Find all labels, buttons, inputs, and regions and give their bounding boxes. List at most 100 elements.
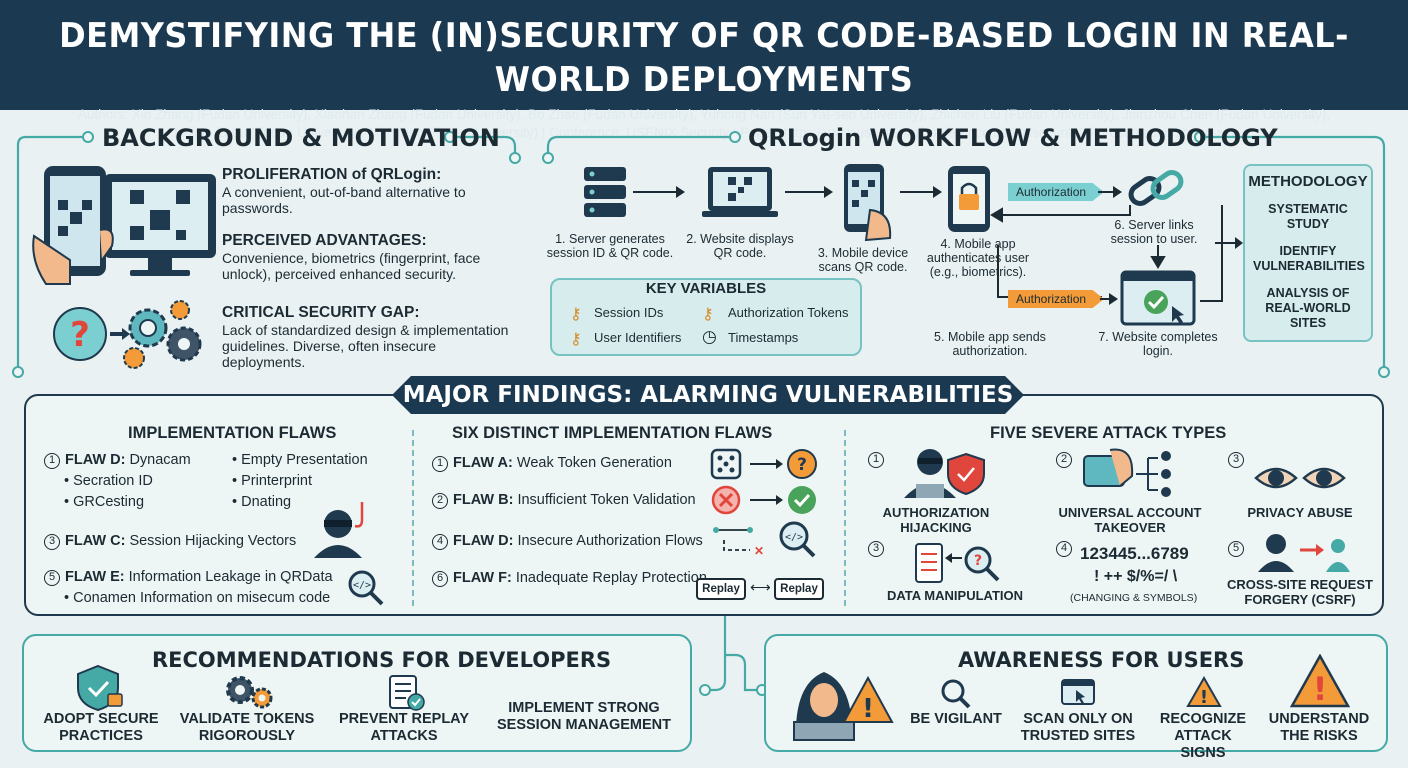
flaw-e-sub: • Conamen Information on misecum code: [64, 590, 331, 606]
flaw-label: FLAW F:: [453, 570, 512, 586]
bidirectional-arrow-icon: ⟷: [750, 580, 771, 596]
number-badge: 4: [1056, 541, 1072, 557]
phone-lock-icon: [948, 166, 990, 232]
data-manipulation-icon: ?: [915, 543, 1000, 583]
replay-badge: Replay: [696, 578, 746, 600]
flow-arrow: [900, 186, 942, 198]
attack-label: DATA MANIPULATION: [887, 588, 1023, 603]
svg-text:?: ?: [797, 455, 807, 475]
recommendations-title: RECOMMENDATIONS FOR DEVELOPERS: [152, 648, 612, 672]
shield-check-icon: [77, 664, 123, 712]
flaw-b-line: 2 FLAW B: Insufficient Token Validation: [432, 492, 696, 509]
attack-symbols: ! ++ $/%=/ \: [1094, 568, 1178, 585]
attack-label: PRIVACY ABUSE: [1247, 505, 1353, 520]
flaw-text: Weak Token Generation: [516, 455, 672, 471]
number-badge: 1: [868, 452, 884, 468]
background-item-text: Lack of standardized design & implementa…: [222, 322, 509, 370]
attack-types-title: FIVE SEVERE ATTACK TYPES: [990, 424, 1227, 442]
flaw-d-sub: • Printerprint: [232, 473, 313, 489]
flow-arrow: [785, 186, 833, 198]
awareness-item: SCAN ONLY ON TRUSTED SITES: [1020, 711, 1136, 744]
awareness-item: UNDERSTAND THE RISKS: [1268, 711, 1370, 744]
number-badge: 5: [1228, 541, 1244, 557]
checklist-icon: [389, 675, 425, 711]
key-variables-title: KEY VARIABLES: [645, 280, 767, 297]
attack-symbols-note: (CHANGING & SYMBOLS): [1070, 592, 1198, 604]
background-item-heading: PERCEIVED ADVANTAGES:: [222, 232, 427, 249]
recommendations-panel: [22, 634, 692, 752]
clock-icon: ◷: [702, 327, 717, 346]
methodology-item: IDENTIFY VULNERABILITIES: [1253, 244, 1365, 273]
csrf-icon: [1258, 534, 1350, 572]
svg-text:!: !: [1200, 687, 1208, 708]
key-variable-item: Authorization Tokens: [728, 305, 849, 320]
key-icon: ⚷: [570, 306, 582, 323]
findings-title: MAJOR FINDINGS: ALARMING VULNERABILITIES: [392, 376, 1024, 414]
server-icon: [584, 167, 626, 217]
flow-arrow: [633, 186, 685, 198]
website-check-icon: [1120, 270, 1196, 326]
six-flaws-title: SIX DISTINCT IMPLEMENTATION FLAWS: [452, 424, 773, 442]
step-5-label: 5. Mobile app sends authorization.: [934, 330, 1046, 358]
svg-text:?: ?: [70, 315, 90, 355]
number-badge: 2: [432, 493, 448, 509]
attack-label: AUTHORIZATION HIJACKING: [882, 505, 990, 535]
question-gears-icon: ?: [53, 300, 202, 369]
flaw-f-line: 6 FLAW F: Inadequate Replay Protection: [432, 570, 707, 587]
step-3-label: 3. Mobile device scans QR code.: [817, 246, 909, 274]
key-icon: ⚷: [570, 331, 582, 348]
flaw-d-sub: • Dnating: [232, 494, 292, 510]
authors-line: Authors: Xin Zhang (Fudan University), X…: [77, 107, 1331, 122]
flaw-d2-line: 4 FLAW D: Insecure Authorization Flows: [432, 533, 703, 550]
magnifier-icon: [941, 679, 971, 709]
flaw-label: FLAW B:: [453, 492, 514, 508]
background-item-heading: CRITICAL SECURITY GAP:: [222, 304, 420, 321]
awareness-title: AWARENESS FOR USERS: [958, 648, 1245, 672]
step-7-label: 7. Website completes login.: [1098, 330, 1218, 358]
background-item-heading: PROLIFERATION of QRLogin:: [222, 166, 442, 183]
page-title: DEMYSTIFYING THE (IN)SECURITY OF QR CODE…: [59, 16, 1349, 100]
flaw-sub-item: Secration ID: [73, 473, 153, 489]
warning-icon: !: [1186, 676, 1222, 708]
header-banner: DEMYSTIFYING THE (IN)SECURITY OF QR CODE…: [0, 0, 1408, 140]
code-magnifier-icon: </>: [348, 570, 384, 606]
recommendation-item: VALIDATE TOKENS RIGOROUSLY: [179, 711, 315, 744]
svg-text:?: ?: [974, 553, 982, 569]
number-badge: 1: [44, 453, 60, 469]
background-item-advantages: PERCEIVED ADVANTAGES: Convenience, biome…: [222, 232, 512, 282]
chain-link-icon: [1128, 170, 1184, 206]
methodology-title: METHODOLOGY: [1248, 173, 1368, 190]
flaw-text: Inadequate Replay Protection: [515, 570, 707, 586]
phone-laptop-icon: [32, 166, 216, 285]
key-variables-box: KEY VARIABLES ⚷ Session IDs ⚷ Authorizat…: [550, 278, 862, 356]
number-badge: 3: [868, 541, 884, 557]
flaw-label: FLAW D:: [453, 533, 514, 549]
background-item-text: A convenient, out-of-band alternative to…: [222, 184, 466, 216]
eyes-icon: [1254, 467, 1346, 489]
awareness-item: BE VIGILANT: [910, 711, 1002, 727]
number-badge: 6: [432, 571, 448, 587]
flaw-sub-item: GRCesting: [73, 494, 145, 510]
workflow-title: QRLogin WORKFLOW & METHODOLOGY: [748, 124, 1278, 152]
flaw-sub-item: Empty Presentation: [241, 452, 368, 468]
conference-line: Huijun Zhou (Fudan University), Min Yang…: [173, 125, 1234, 140]
svg-text:</>: </>: [785, 532, 803, 543]
flaw-d-sub: • Empty Presentation: [232, 452, 368, 468]
number-badge: 1: [432, 456, 448, 472]
methodology-item: ANALYSIS OF REAL-WORLD SITES: [1265, 286, 1351, 330]
flaw-sub-item: Conamen Information on misecum code: [73, 590, 331, 606]
flaw-text: Information Leakage in QRData: [128, 569, 333, 585]
implementation-flaws-title: IMPLEMENTATION FLAWS: [128, 424, 337, 442]
background-item-text: Convenience, biometrics (fingerprint, fa…: [222, 250, 481, 282]
flaw-text: Insufficient Token Validation: [517, 492, 696, 508]
account-takeover-icon: [1083, 448, 1171, 497]
flaw-text: Insecure Authorization Flows: [517, 533, 703, 549]
step-4-label: 4. Mobile app authenticates user (e.g., …: [926, 237, 1030, 279]
number-badge: 4: [432, 534, 448, 550]
column-divider: [844, 430, 846, 606]
hacker-hook-icon: [314, 502, 364, 558]
attack-label: CROSS-SITE REQUEST FORGERY (CSRF): [1227, 577, 1373, 607]
column-divider: [412, 430, 414, 606]
background-item-gap: CRITICAL SECURITY GAP: Lack of standardi…: [222, 304, 522, 370]
